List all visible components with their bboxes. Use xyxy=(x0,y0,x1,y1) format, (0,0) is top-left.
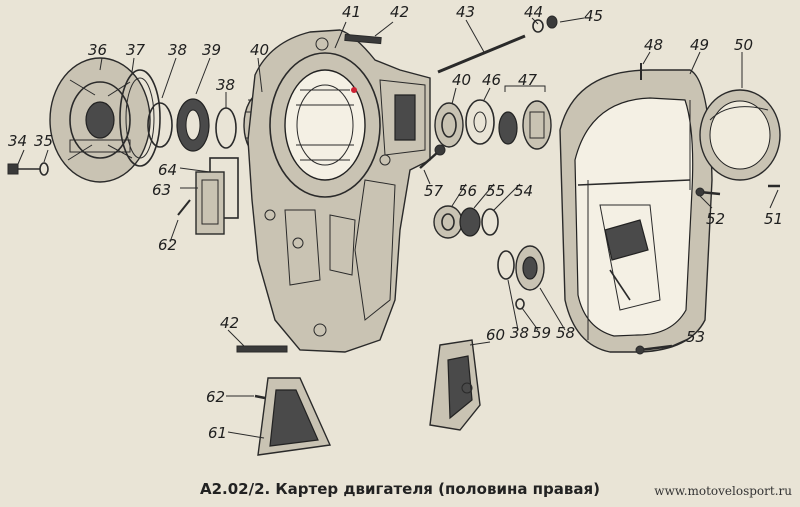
callout-54: 54 xyxy=(514,182,533,200)
callout-34: 34 xyxy=(8,132,27,150)
callout-58: 58 xyxy=(556,324,575,342)
callout-46: 46 xyxy=(482,71,501,89)
part-47-pump xyxy=(498,85,552,150)
callout-35: 35 xyxy=(34,132,53,150)
part-55-ring xyxy=(459,207,481,237)
callout-44: 44 xyxy=(524,3,543,21)
callout-64: 64 xyxy=(158,161,177,179)
callout-40-right: 40 xyxy=(452,71,471,89)
callout-labels: 41 42 43 44 45 36 37 38 39 38 40 40 46 4… xyxy=(8,3,783,442)
part-57-bolt xyxy=(419,144,446,169)
callout-56: 56 xyxy=(458,182,477,200)
part-42-pin-bottom xyxy=(236,345,288,353)
crankcase-housing xyxy=(247,29,431,353)
part-37-ring xyxy=(119,69,161,167)
callout-48: 48 xyxy=(644,36,663,54)
part-54-ring xyxy=(481,208,499,236)
part-38-ring-b xyxy=(215,107,237,149)
callout-45: 45 xyxy=(584,7,603,25)
callout-63: 63 xyxy=(152,181,171,199)
part-58-bearing xyxy=(515,245,545,291)
callout-36: 36 xyxy=(88,41,107,59)
part-44-nut xyxy=(532,19,544,33)
callout-59: 59 xyxy=(532,324,551,342)
part-56-bearing xyxy=(433,205,463,239)
callout-38-a: 38 xyxy=(168,41,187,59)
callout-42-top: 42 xyxy=(390,3,409,21)
callout-47: 47 xyxy=(518,71,538,89)
callout-53: 53 xyxy=(686,328,705,346)
part-35-washer xyxy=(39,162,49,176)
part-42-pin-top xyxy=(344,33,382,45)
callout-50: 50 xyxy=(734,36,753,54)
part-50-round-cover xyxy=(699,89,781,181)
part-61-tube xyxy=(257,377,332,456)
callout-49: 49 xyxy=(690,36,709,54)
callout-52: 52 xyxy=(706,210,725,228)
part-43-stud xyxy=(437,34,526,74)
part-40-bearing-right xyxy=(434,102,464,148)
part-38-snap-ring xyxy=(147,102,173,148)
callout-62-b: 62 xyxy=(206,388,225,406)
leader-lines xyxy=(17,17,779,439)
source-website: www.motovelosport.ru xyxy=(654,484,792,498)
callout-37: 37 xyxy=(126,41,146,59)
callout-60: 60 xyxy=(486,326,505,344)
part-53-screw xyxy=(635,344,673,355)
part-36-end-cover xyxy=(49,57,151,183)
part-46-plate xyxy=(465,99,495,145)
callout-43: 43 xyxy=(456,3,475,21)
callout-39: 39 xyxy=(202,41,221,59)
callout-51: 51 xyxy=(764,210,783,228)
callout-42-bottom: 42 xyxy=(220,314,239,332)
callout-38-c: 38 xyxy=(510,324,529,342)
part-34-bolt xyxy=(7,163,40,175)
part-62-screw-a xyxy=(177,199,191,216)
part-45-washer xyxy=(546,15,558,29)
callout-62-a: 62 xyxy=(158,236,177,254)
part-59-ball xyxy=(515,298,525,310)
callout-61: 61 xyxy=(208,424,227,442)
part-39-seal xyxy=(176,98,210,152)
callout-38-b: 38 xyxy=(216,76,235,94)
callout-55: 55 xyxy=(486,182,505,200)
part-60-bracket xyxy=(429,339,481,431)
part-49-side-cover xyxy=(559,69,713,353)
callout-41: 41 xyxy=(342,3,361,21)
callout-40-left: 40 xyxy=(250,41,269,59)
callout-57: 57 xyxy=(424,182,444,200)
part-63-cover xyxy=(195,171,225,235)
figure-caption: A2.02/2. Картер двигателя (половина прав… xyxy=(199,480,601,498)
part-38-ring-c xyxy=(497,250,515,280)
part-62-screw-b xyxy=(254,394,266,400)
